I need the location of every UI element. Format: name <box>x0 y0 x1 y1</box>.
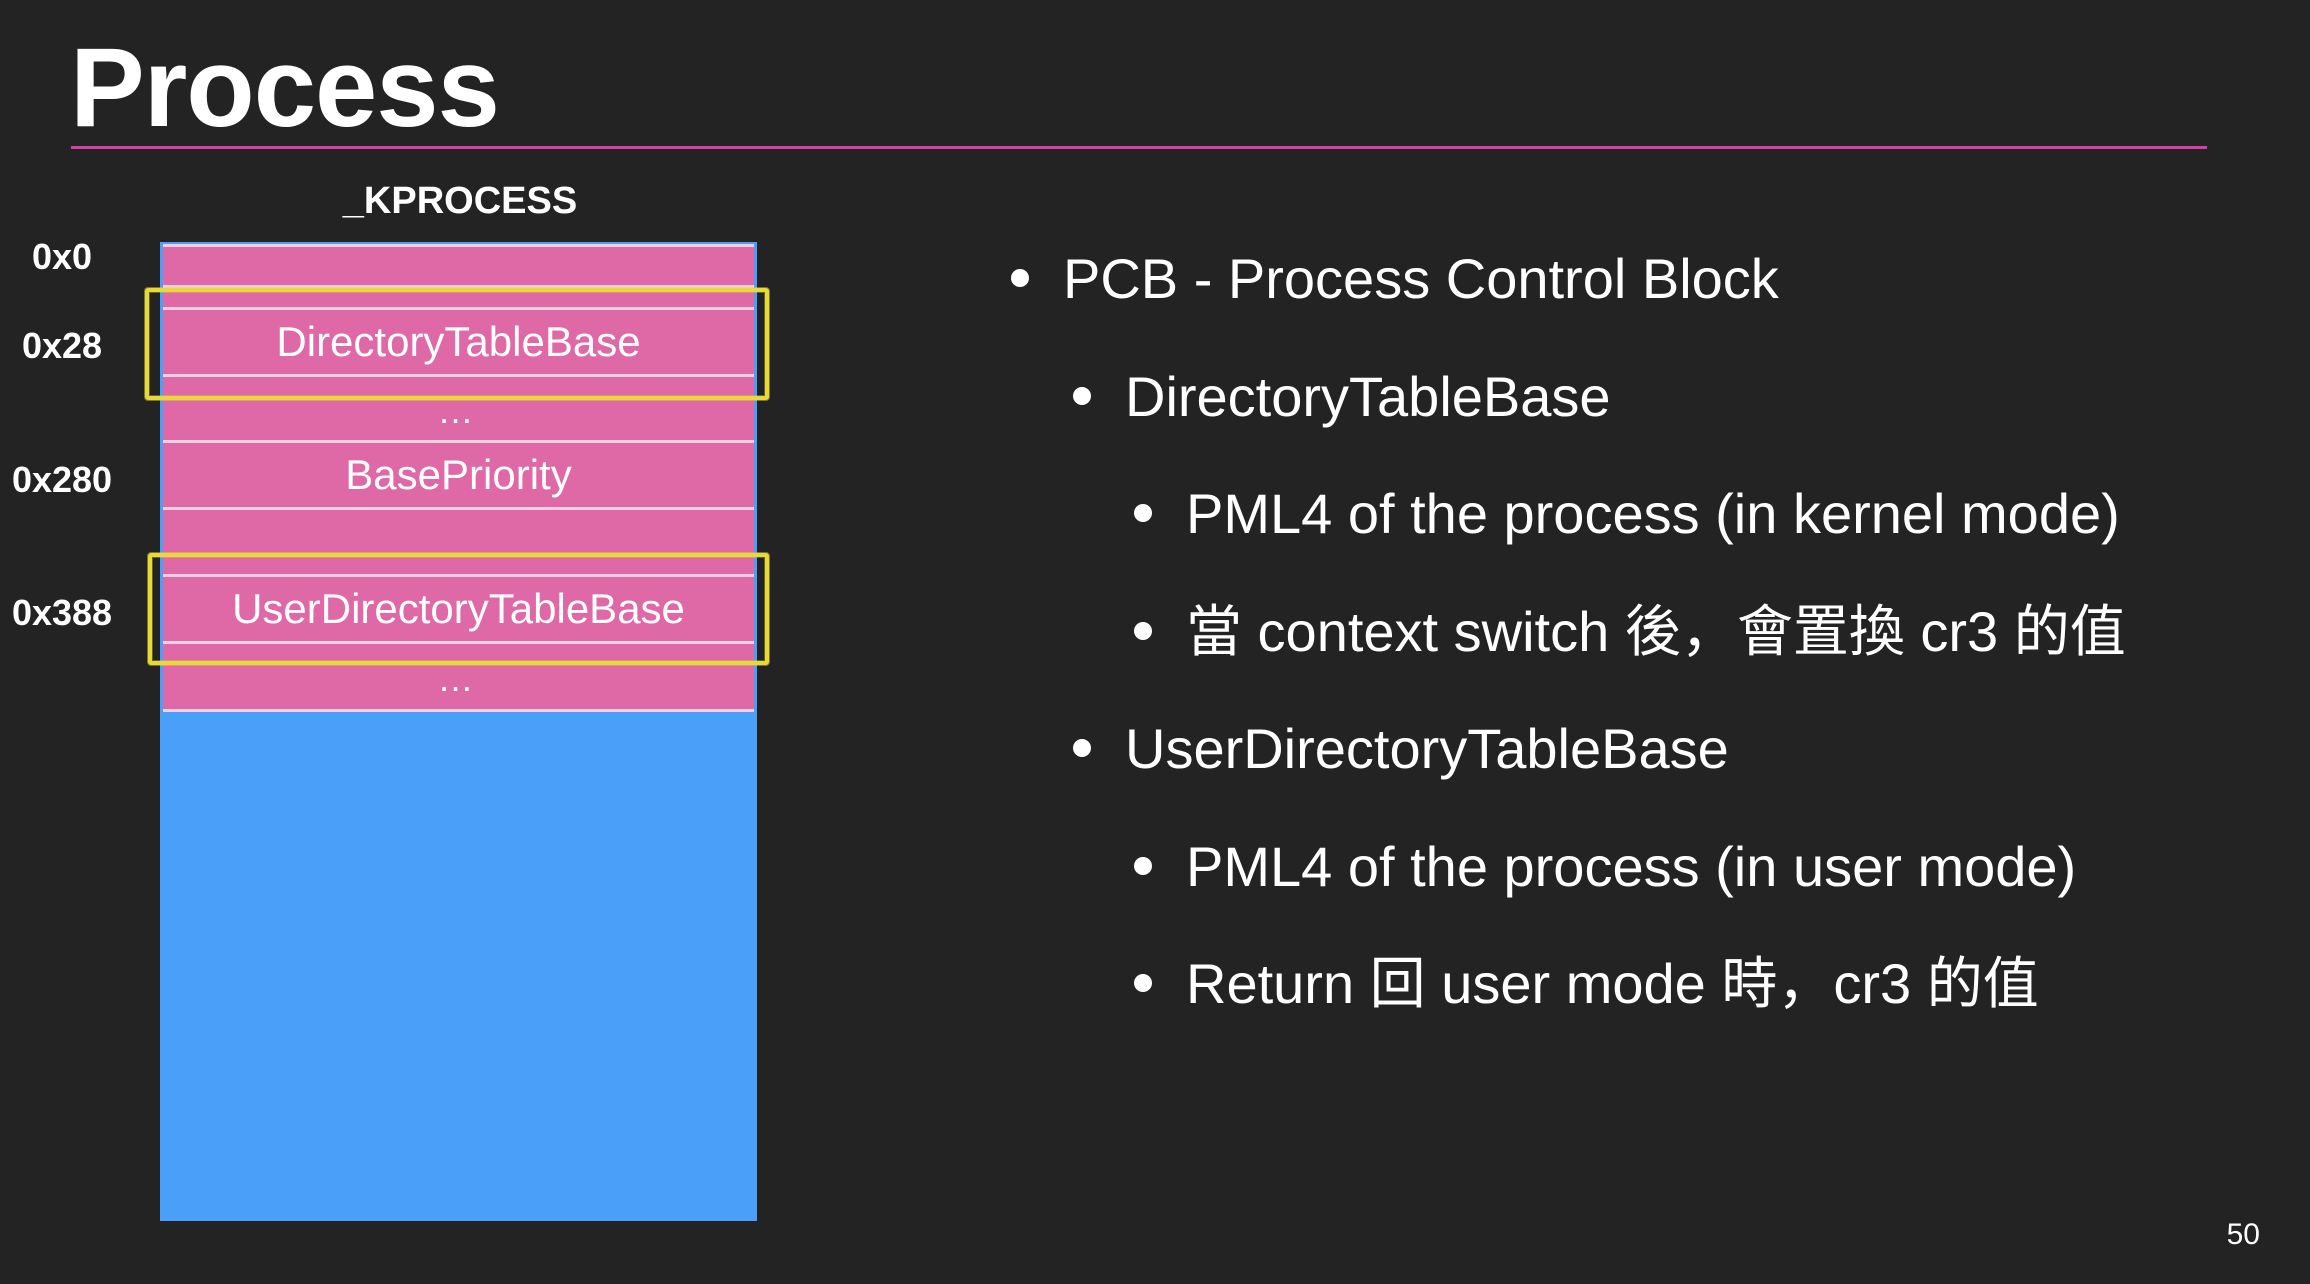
bullet-text: DirectoryTableBase <box>1125 365 1611 428</box>
offset-label: 0x388 <box>11 592 113 633</box>
bullet-dot <box>1073 739 1091 757</box>
struct-field <box>163 288 754 310</box>
bullet-dot <box>1134 857 1152 875</box>
bullet-item: UserDirectoryTableBase <box>1073 714 1729 784</box>
bullet-dot <box>1134 504 1152 522</box>
title-divider <box>71 146 2207 149</box>
bullet-text: PCB - Process Control Block <box>1063 247 1779 310</box>
struct-field <box>163 510 754 577</box>
bullet-item: DirectoryTableBase <box>1073 362 1611 432</box>
bullet-text: PML4 of the process (in kernel mode) <box>1186 482 2120 545</box>
struct-field-ellipsis: … <box>163 644 754 712</box>
bullet-item: 當 context switch 後，會置換 cr3 的值 <box>1134 597 2126 667</box>
struct-field-directory-table-base: DirectoryTableBase <box>163 310 754 377</box>
page-number: 50 <box>2226 1218 2260 1251</box>
bullet-text: 當 context switch 後，會置換 cr3 的值 <box>1186 600 2126 663</box>
struct-field-ellipsis: … <box>163 377 754 443</box>
struct-field-user-directory-table-base: UserDirectoryTableBase <box>163 577 754 644</box>
bullet-dot <box>1011 269 1029 287</box>
bullet-text: PML4 of the process (in user mode) <box>1186 835 2077 898</box>
slide-title: Process <box>70 25 500 150</box>
struct-field-base-priority: BasePriority <box>163 443 754 510</box>
struct-field <box>163 244 754 288</box>
ellipsis-text: … <box>437 657 480 699</box>
bullet-item: PCB - Process Control Block <box>1011 244 1779 314</box>
bullet-dot <box>1073 387 1091 405</box>
highlight-box-directory-table-base <box>145 288 769 400</box>
bullet-item: PML4 of the process (in kernel mode) <box>1134 479 2120 549</box>
bullet-dot <box>1134 622 1152 640</box>
bullet-text: UserDirectoryTableBase <box>1125 717 1729 780</box>
offset-label: 0x0 <box>31 236 93 277</box>
highlight-box-user-directory-table-base <box>148 553 769 665</box>
bullet-dot <box>1134 974 1152 992</box>
struct-name-label: _KPROCESS <box>342 180 578 222</box>
offset-label: 0x280 <box>11 459 113 500</box>
offset-label: 0x28 <box>21 325 103 366</box>
bullet-item: Return 回 user mode 時，cr3 的值 <box>1134 949 2039 1019</box>
bullet-text: Return 回 user mode 時，cr3 的值 <box>1186 952 2039 1015</box>
bullet-item: PML4 of the process (in user mode) <box>1134 832 2077 902</box>
